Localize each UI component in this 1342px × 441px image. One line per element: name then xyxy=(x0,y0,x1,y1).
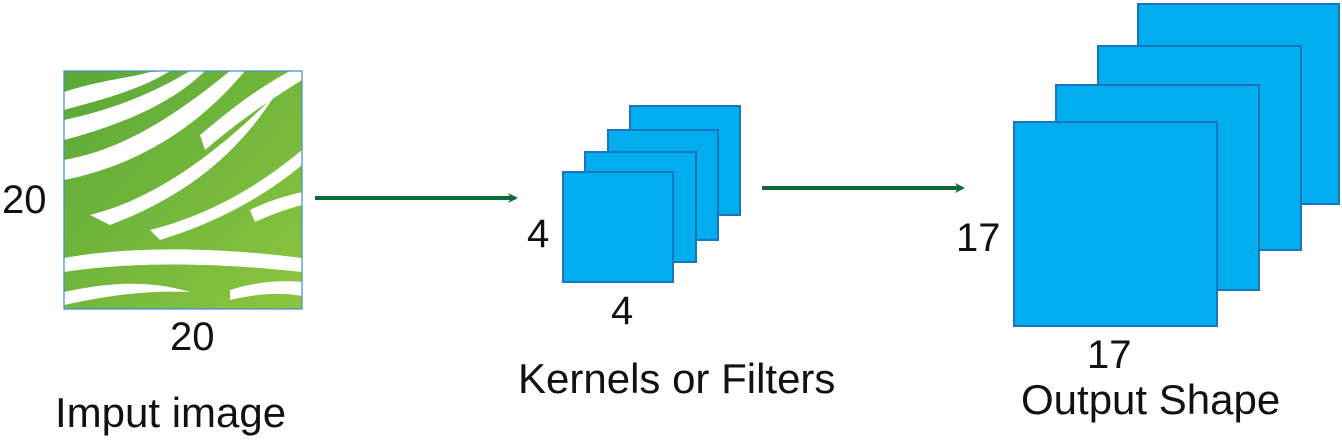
output-width-label: 17 xyxy=(1087,333,1132,377)
kernel-stack xyxy=(562,105,741,283)
kernel-square xyxy=(562,171,674,283)
output-height-label: 17 xyxy=(956,216,1001,260)
output-stack xyxy=(1013,3,1340,327)
input-image xyxy=(63,70,303,310)
output-caption: Output Shape xyxy=(1021,376,1281,423)
input-width-label: 20 xyxy=(170,315,215,359)
kernels-caption: Kernels or Filters xyxy=(518,355,836,402)
kernel-height-label: 4 xyxy=(527,212,550,256)
output-square xyxy=(1013,121,1218,327)
kernel-width-label: 4 xyxy=(611,289,634,333)
input-image-border xyxy=(63,70,303,310)
input-height-label: 20 xyxy=(2,178,47,222)
input-caption: Imput image xyxy=(55,389,287,436)
input-image-stripes xyxy=(64,71,302,305)
